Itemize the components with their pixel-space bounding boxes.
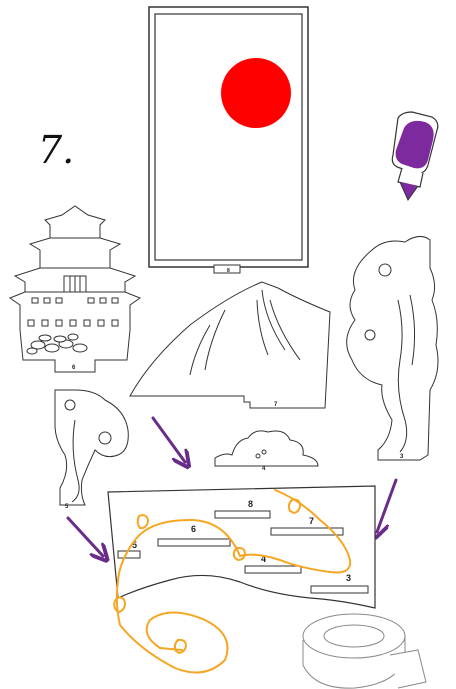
castle-piece xyxy=(8,205,142,373)
bulb-icon xyxy=(173,638,188,655)
step-number: 7. xyxy=(38,128,74,172)
bulb-icon xyxy=(136,514,150,529)
arrow-down-left-icon xyxy=(377,478,398,532)
base-label-7: 7 xyxy=(309,516,314,526)
base-label-5: 5 xyxy=(132,540,137,550)
slot-8 xyxy=(214,510,271,519)
slot-4 xyxy=(244,565,302,574)
arrows xyxy=(66,416,398,556)
frame-panel: 8 xyxy=(148,6,309,274)
led-string-lights xyxy=(113,489,352,674)
slot-3 xyxy=(310,585,369,594)
glue-bottle-icon xyxy=(391,111,439,202)
tree-right-label: 3 xyxy=(400,454,404,460)
slot-7 xyxy=(270,527,344,536)
slot-6 xyxy=(157,538,231,547)
bush-label: 4 xyxy=(262,466,266,472)
mountain-label: 7 xyxy=(274,402,278,408)
base-label-6: 6 xyxy=(191,524,196,534)
tape-roll-icon xyxy=(302,613,427,689)
bulb-icon xyxy=(232,546,247,562)
bulb-icon xyxy=(113,596,127,614)
arrow-down-right-icon xyxy=(151,416,185,462)
base-label-4: 4 xyxy=(261,554,266,564)
sun xyxy=(221,58,291,128)
castle-label: 6 xyxy=(72,365,76,371)
mountain-piece xyxy=(129,281,331,409)
base-label-3: 3 xyxy=(346,573,351,583)
frame-label: 8 xyxy=(227,268,230,274)
base-label-8: 8 xyxy=(248,499,253,509)
slot-5 xyxy=(117,550,141,559)
arrow-down-right-icon xyxy=(66,516,103,556)
tree-right-piece xyxy=(346,236,439,461)
bulb-icon xyxy=(287,498,302,515)
bush-piece xyxy=(214,430,319,467)
tree-left-label: 5 xyxy=(65,504,69,510)
tree-left-piece xyxy=(54,389,129,506)
base-panel: 8 7 6 5 4 3 xyxy=(107,485,376,609)
